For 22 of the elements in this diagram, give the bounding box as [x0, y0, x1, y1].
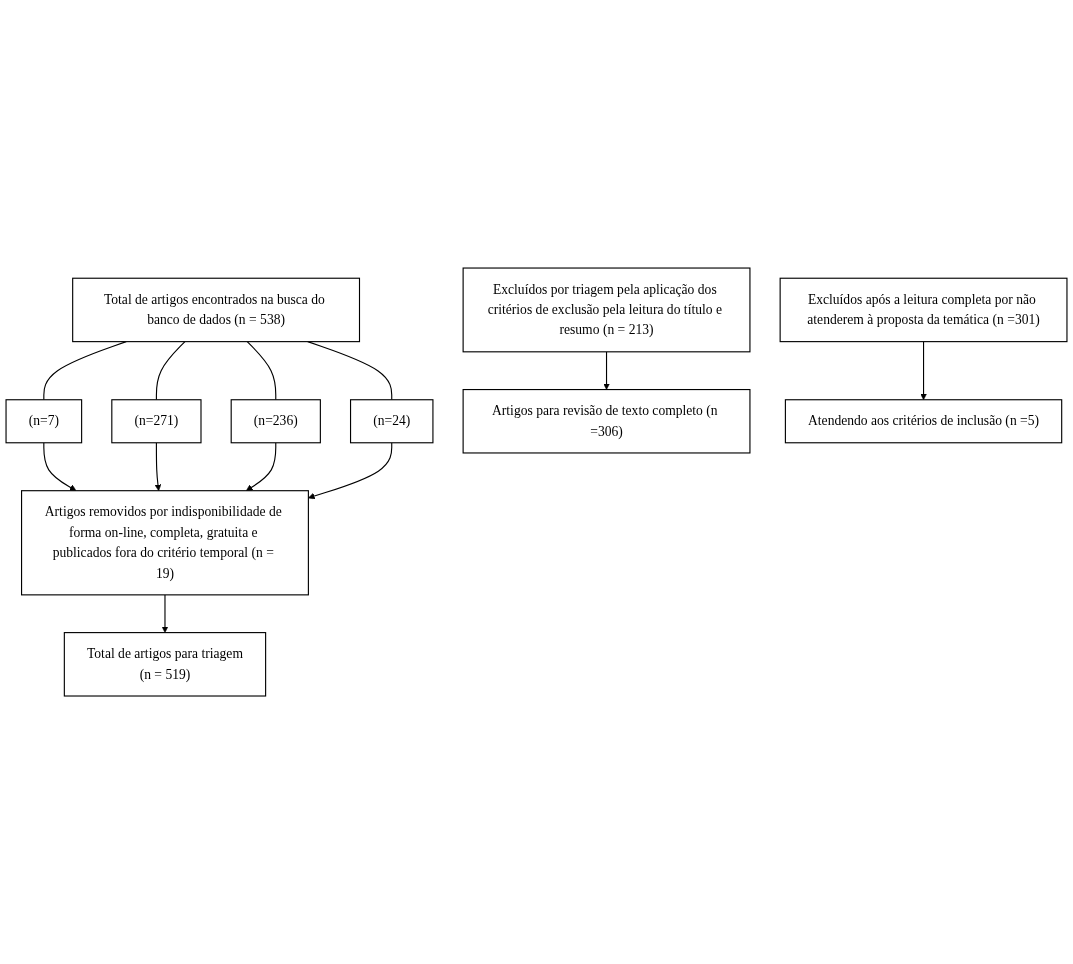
arrow	[246, 442, 277, 491]
arrow	[920, 341, 927, 400]
node-box: Excluídos após a leitura completa por não atenderem à proposta da temática (n =301)	[779, 277, 1068, 343]
connector	[155, 341, 186, 401]
arrow	[154, 442, 162, 491]
node-box: Atendendo aos critérios de inclusão (n =5)	[784, 399, 1063, 444]
node-box: Total de artigos encontrados na busca do banco de dados (n = 538)	[72, 277, 361, 343]
arrow	[308, 442, 393, 500]
connector	[307, 341, 393, 401]
arrow	[43, 442, 77, 491]
node-box: (n=7)	[5, 399, 83, 444]
connector	[246, 341, 277, 401]
arrow	[603, 351, 610, 390]
node-box: (n=236)	[230, 399, 321, 444]
node-box: (n=24)	[350, 399, 434, 444]
node-box: Artigos para revisão de texto completo (n =306)	[462, 388, 751, 454]
connector	[43, 341, 127, 401]
node-box: Excluídos por triagem pela aplicação dos critérios de exclusão pela leitura do título e resumo (n = 213)	[462, 267, 751, 353]
node-box: Total de artigos para triagem (n = 519)	[63, 632, 267, 697]
node-box: (n=271)	[111, 399, 202, 444]
arrow	[161, 594, 169, 633]
node-box: Artigos removidos por indisponibilidade de forma on-line, completa, gratuita e publicados fora do critério temporal (n = 19)	[21, 490, 309, 596]
